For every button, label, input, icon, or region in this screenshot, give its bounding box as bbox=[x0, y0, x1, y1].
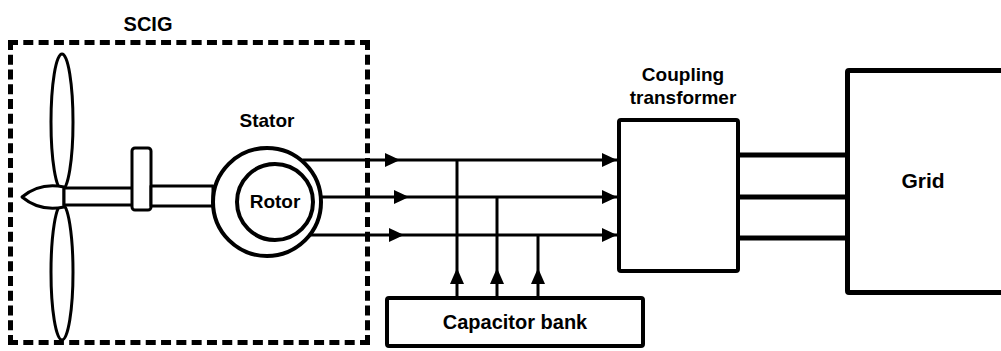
high-speed-shaft bbox=[151, 186, 213, 206]
capacitor-bank-box: Capacitor bank bbox=[385, 296, 645, 348]
grid-box: Grid bbox=[845, 68, 1001, 295]
generator-region: SCIGStatorRotor bbox=[8, 40, 370, 345]
node-heading: Coupling transformer bbox=[603, 64, 763, 110]
low-speed-shaft bbox=[64, 188, 134, 205]
node-heading: SCIG bbox=[108, 12, 188, 36]
turbine-hub bbox=[22, 186, 64, 209]
node-label: Rotor bbox=[250, 191, 301, 213]
capacitor-arrow bbox=[490, 268, 504, 284]
transformer-box: Coupling transformer bbox=[617, 118, 740, 273]
gearbox bbox=[132, 148, 151, 210]
rotor-circle: Rotor bbox=[235, 162, 315, 242]
stator-circle: StatorRotor bbox=[211, 146, 323, 258]
turbine-blade bbox=[51, 54, 73, 190]
node-label: Grid bbox=[901, 169, 944, 193]
turbine-blade bbox=[51, 204, 73, 340]
power-line bbox=[311, 234, 617, 237]
capacitor-arrow bbox=[450, 268, 464, 284]
power-line bbox=[740, 236, 845, 241]
node-label: Capacitor bank bbox=[443, 311, 587, 334]
power-line bbox=[740, 153, 845, 158]
node-heading: Stator bbox=[197, 110, 337, 133]
capacitor-arrow bbox=[531, 268, 545, 284]
power-line bbox=[303, 159, 617, 162]
power-line bbox=[740, 195, 845, 200]
capacitor-lead bbox=[537, 235, 540, 296]
